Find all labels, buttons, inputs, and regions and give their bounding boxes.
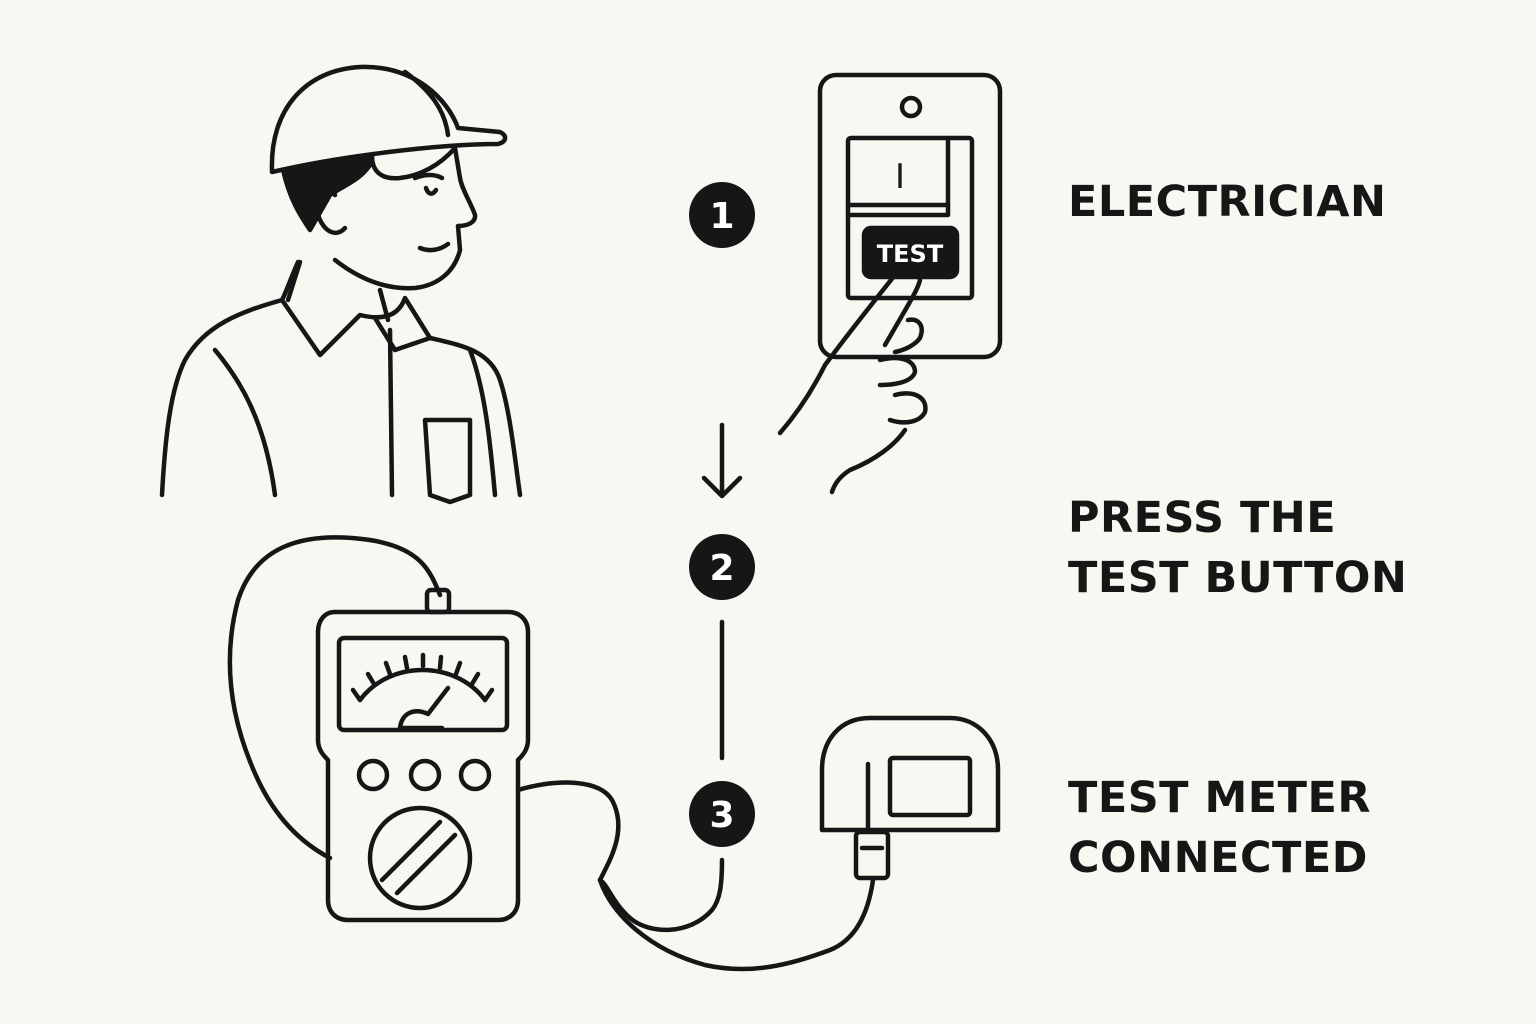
label-press-line2: TEST BUTTON bbox=[1068, 553, 1408, 603]
label-meter-connected: TEST METER CONNECTED bbox=[1068, 768, 1371, 888]
step-3-circle bbox=[689, 781, 755, 847]
shirt bbox=[159, 297, 285, 498]
step-3-number: 3 bbox=[709, 795, 734, 836]
step-2-circle bbox=[689, 534, 755, 600]
face bbox=[332, 145, 478, 291]
step-1-circle bbox=[689, 182, 755, 248]
meter-lead bbox=[515, 780, 621, 883]
label-press-test: PRESS THE TEST BUTTON bbox=[1068, 488, 1407, 608]
meter-body bbox=[315, 609, 531, 923]
electrician-figure bbox=[159, 64, 523, 505]
meter-jack-1 bbox=[356, 758, 390, 792]
meter-needle bbox=[397, 685, 451, 731]
adapter-body bbox=[819, 715, 1001, 833]
eye bbox=[423, 185, 439, 196]
faceplate-screw bbox=[899, 95, 923, 119]
step3-lead bbox=[597, 857, 725, 932]
meter-jack-2 bbox=[408, 758, 442, 792]
step-1-number: 1 bbox=[709, 196, 734, 237]
plug-cable bbox=[597, 877, 876, 972]
label-electrician-text: ELECTRICIAN bbox=[1068, 177, 1387, 227]
adapter-window bbox=[887, 755, 973, 818]
adapter-plug bbox=[853, 829, 891, 881]
meter-scale bbox=[357, 667, 488, 703]
meter-selector-knob bbox=[367, 805, 473, 911]
mouth bbox=[417, 241, 451, 253]
meter-jack-3 bbox=[458, 758, 492, 792]
gfci-outlet: I TEST bbox=[817, 72, 1003, 360]
shirt-pocket bbox=[422, 417, 473, 505]
reset-switch bbox=[845, 137, 951, 218]
label-electrician: ELECTRICIAN bbox=[1068, 172, 1386, 232]
label-meter-line1: TEST METER bbox=[1068, 773, 1371, 823]
step-flow: 1 2 3 bbox=[689, 182, 755, 847]
step-2-number: 2 bbox=[709, 548, 734, 589]
switch-mark: I bbox=[895, 157, 905, 197]
collar bbox=[279, 259, 433, 358]
hard-hat bbox=[269, 64, 508, 175]
down-arrow-icon bbox=[701, 422, 743, 499]
meter-dial-window bbox=[336, 635, 510, 733]
label-meter-line2: CONNECTED bbox=[1068, 833, 1368, 883]
label-press-line1: PRESS THE bbox=[1068, 493, 1337, 543]
hair bbox=[280, 153, 375, 233]
ear bbox=[312, 186, 348, 236]
test-button bbox=[861, 225, 960, 280]
analog-multimeter bbox=[227, 535, 876, 972]
test-plug-adapter bbox=[819, 715, 1001, 881]
outlet-faceplate bbox=[817, 72, 1003, 360]
pointing-hand bbox=[777, 266, 928, 495]
meter-cable-top bbox=[227, 535, 443, 861]
test-button-label: TEST bbox=[877, 240, 944, 268]
